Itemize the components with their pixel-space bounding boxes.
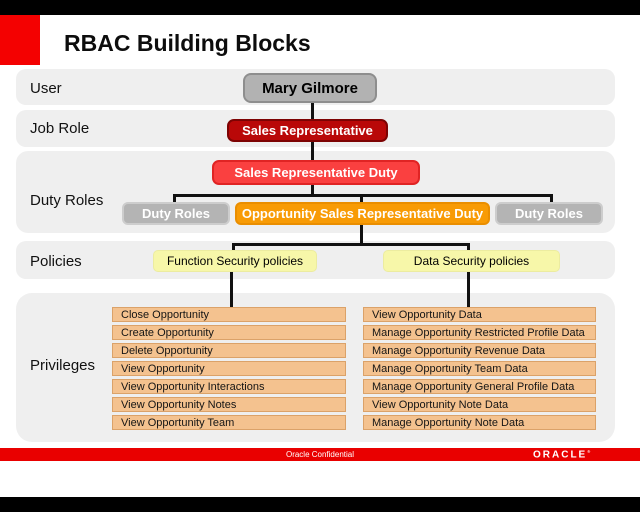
footer-confidential-text: Oracle Confidential xyxy=(285,450,355,459)
connector-drop-data-policy xyxy=(467,243,470,252)
job-role-node: Sales Representative xyxy=(227,119,388,142)
privilege-item: Close Opportunity xyxy=(112,307,346,322)
connector-user-to-jobrole xyxy=(311,103,314,119)
privilege-item: Manage Opportunity Revenue Data xyxy=(363,343,596,358)
privileges-row-label: Privileges xyxy=(30,357,96,374)
oracle-red-square xyxy=(0,15,40,65)
privilege-item: View Opportunity Data xyxy=(363,307,596,322)
page-title: RBAC Building Blocks xyxy=(64,30,311,56)
connector-policy-horizontal xyxy=(232,243,470,246)
privilege-item: View Opportunity Team xyxy=(112,415,346,430)
privilege-item: View Opportunity Interactions xyxy=(112,379,346,394)
connector-jobrole-to-dutyparent xyxy=(311,142,314,160)
duty-roles-row-label: Duty Roles xyxy=(30,192,104,209)
oracle-logo: ORACLE® xyxy=(533,449,590,460)
connector-data-to-privileges xyxy=(467,272,470,307)
connector-drop-function-policy xyxy=(232,243,235,252)
connector-drop-duty-right xyxy=(550,194,553,204)
data-security-policy-node: Data Security policies xyxy=(383,250,560,272)
top-black-bar xyxy=(0,0,640,15)
connector-drop-duty-left xyxy=(173,194,176,204)
privilege-item: View Opportunity Notes xyxy=(112,397,346,412)
duty-roles-left-node: Duty Roles xyxy=(122,202,230,225)
connector-function-to-privileges xyxy=(230,272,233,307)
privilege-item: Manage Opportunity Note Data xyxy=(363,415,596,430)
duty-roles-right-node: Duty Roles xyxy=(495,202,603,225)
privilege-item: Manage Opportunity Team Data xyxy=(363,361,596,376)
connector-duty-horizontal xyxy=(173,194,553,197)
privilege-item: Manage Opportunity General Profile Data xyxy=(363,379,596,394)
user-node: Mary Gilmore xyxy=(243,73,377,103)
privilege-item: Manage Opportunity Restricted Profile Da… xyxy=(363,325,596,340)
footer-red-bar xyxy=(0,448,640,461)
connector-dutyparent-stem xyxy=(311,185,314,197)
connector-orange-stem xyxy=(360,225,363,245)
bottom-black-bar xyxy=(0,497,640,512)
oracle-logo-text: ORACLE xyxy=(533,449,588,461)
duty-parent-node: Sales Representative Duty xyxy=(212,160,420,185)
privilege-item: View Opportunity Note Data xyxy=(363,397,596,412)
registered-mark-icon: ® xyxy=(587,449,591,454)
privilege-item: View Opportunity xyxy=(112,361,346,376)
job-role-row-label: Job Role xyxy=(30,120,90,137)
privilege-item: Delete Opportunity xyxy=(112,343,346,358)
policies-row-label: Policies xyxy=(30,253,82,270)
privilege-item: Create Opportunity xyxy=(112,325,346,340)
function-security-policy-node: Function Security policies xyxy=(153,250,317,272)
connector-drop-duty-center xyxy=(360,194,363,204)
opportunity-duty-node: Opportunity Sales Representative Duty xyxy=(235,202,490,225)
user-row-label: User xyxy=(30,80,62,97)
